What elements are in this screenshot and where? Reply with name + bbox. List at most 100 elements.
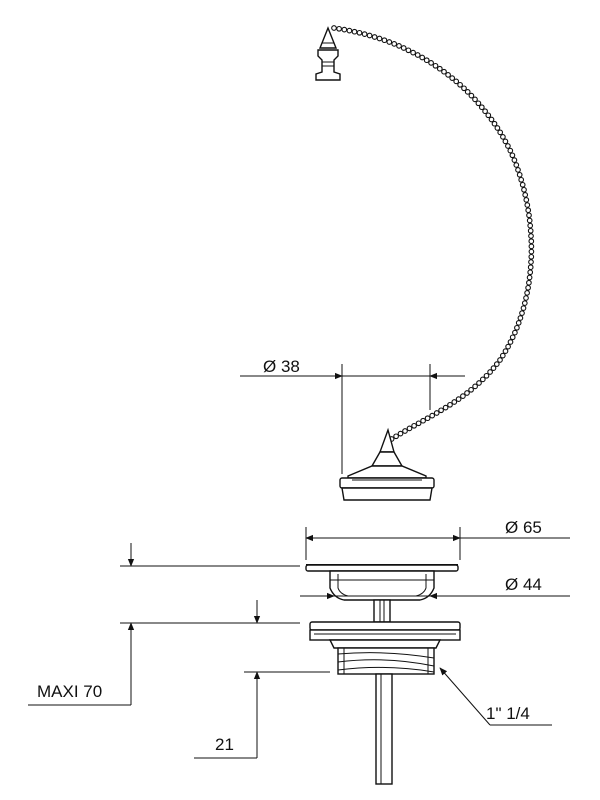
chain-bead	[522, 192, 529, 198]
dim-max-thickness: MAXI 70	[28, 543, 300, 706]
stopper-diameter-label: Ø 38	[263, 357, 300, 376]
chain-bead	[528, 248, 535, 255]
chain-bead	[468, 92, 475, 99]
chain-bead	[419, 54, 426, 61]
dim-tail-length: 21	[194, 671, 330, 759]
chain-bead	[455, 396, 462, 402]
chain-bead	[346, 27, 353, 34]
chain-bead	[361, 31, 368, 37]
chain-bead	[478, 104, 485, 111]
chain-bead	[528, 259, 534, 265]
chain-bead	[512, 329, 518, 336]
chain-bead	[487, 369, 493, 375]
chain-bead	[371, 34, 378, 40]
strainer-body	[305, 564, 459, 623]
chain-bead	[514, 324, 520, 331]
chain-bead	[513, 162, 520, 168]
chain-bead	[526, 217, 533, 224]
chain-hook-top	[315, 26, 341, 81]
chain-bead	[523, 197, 530, 203]
chain-bead	[527, 222, 534, 229]
chain-bead	[428, 60, 434, 66]
chain-bead	[526, 212, 532, 219]
chain-bead	[391, 41, 398, 47]
chain-bead	[524, 202, 531, 208]
chain-bead	[525, 284, 531, 291]
flange-diameter-label: Ø 65	[505, 518, 542, 537]
chain-bead	[447, 401, 453, 408]
chain-bead	[414, 52, 421, 58]
chain-bead	[424, 415, 431, 422]
chain-bead	[331, 25, 337, 31]
chain-bead	[445, 72, 451, 78]
chain-bead	[351, 28, 358, 35]
chain-bead	[433, 410, 440, 416]
chain-bead	[393, 433, 399, 440]
chain-bead	[488, 116, 495, 123]
chain-bead	[341, 26, 348, 33]
chain-bead	[460, 393, 466, 399]
chain-bead	[396, 43, 402, 49]
chain-bead	[516, 171, 523, 178]
chain-bead	[528, 253, 535, 260]
chain-bead	[505, 143, 511, 149]
stopper	[339, 427, 435, 501]
callout-thread-size: 1" 1/4	[439, 667, 552, 726]
basket-diameter-label: Ø 44	[505, 575, 542, 594]
chain-bead	[527, 227, 534, 234]
chain-bead	[526, 274, 533, 281]
chain-bead	[517, 315, 524, 321]
chain-bead	[436, 65, 443, 72]
chain-bead	[415, 420, 422, 427]
chain-bead	[429, 412, 436, 419]
chain-bead	[336, 25, 342, 32]
chain-bead	[497, 129, 504, 136]
chain-bead	[475, 100, 482, 107]
chain-bead	[457, 81, 463, 88]
chain-bead	[525, 207, 532, 214]
chain-bead	[523, 295, 529, 301]
chain-bead	[502, 348, 509, 354]
chain-bead	[515, 167, 521, 173]
chain-bead	[438, 407, 444, 414]
chain-bead	[405, 47, 412, 54]
chain-bead	[497, 357, 503, 363]
chain-bead	[397, 430, 404, 437]
chain-bead	[494, 125, 501, 131]
chain-bead	[524, 290, 530, 296]
chain-bead	[376, 35, 383, 42]
chain-bead	[461, 85, 467, 92]
chain-bead	[410, 49, 416, 56]
chain-bead	[521, 186, 527, 193]
chain-bead	[356, 29, 363, 36]
chain-bead	[528, 233, 534, 239]
chain-bead	[491, 120, 498, 127]
chain-bead	[527, 269, 534, 276]
chain-bead	[526, 279, 532, 286]
chain-bead	[507, 339, 514, 345]
chain-bead	[464, 89, 471, 95]
chain-bead	[509, 152, 516, 159]
chain-bead	[366, 32, 373, 39]
chain-bead	[528, 243, 535, 250]
chain-bead	[505, 343, 511, 350]
chain-bead	[441, 68, 447, 75]
thread-size-label: 1" 1/4	[486, 704, 530, 723]
chain-bead	[400, 45, 407, 51]
chain-bead	[500, 134, 506, 140]
chain-bead	[402, 428, 408, 434]
chain-bead	[527, 264, 534, 271]
chain-bead	[511, 157, 518, 163]
chain-bead	[479, 376, 486, 383]
chain-bead	[451, 399, 458, 405]
tail-length-label: 21	[215, 735, 234, 754]
chain-bead	[502, 138, 509, 145]
chain-bead	[423, 57, 430, 64]
chain-bead	[472, 96, 478, 103]
chain-bead	[528, 238, 535, 245]
chain-bead	[386, 39, 393, 45]
chain-bead	[482, 108, 488, 115]
chain-bead	[520, 305, 527, 311]
chain-bead	[472, 383, 478, 390]
